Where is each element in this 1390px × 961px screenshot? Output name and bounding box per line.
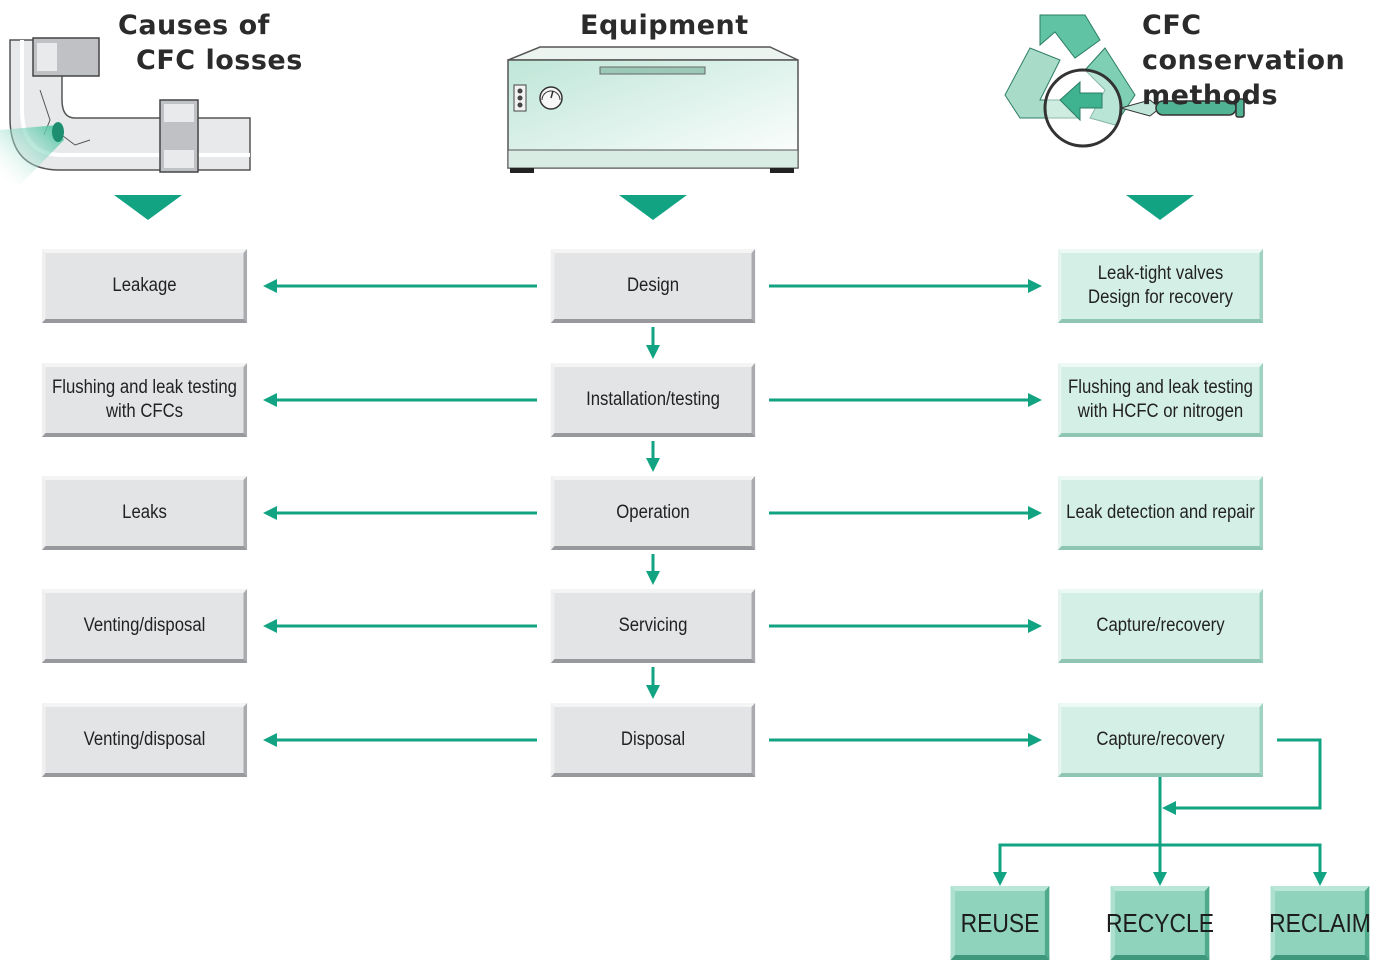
method-box-label: Leak detection and repair (1066, 502, 1255, 523)
arrow-to-method-head (1028, 619, 1042, 633)
refrigeration-unit-icon (507, 46, 799, 173)
method-box: Flushing and leak testing with HCFC or ni… (1057, 363, 1264, 437)
causes-header-line-2: CFC losses (136, 45, 303, 76)
cause-box-label: with CFCs (105, 401, 184, 422)
method-box-label: Leak-tight valves (1097, 263, 1224, 284)
stage-down-arrow-head (646, 685, 660, 699)
method-box-label: Flushing and leak testing (1068, 377, 1253, 398)
arrow-to-method-head (1028, 393, 1042, 407)
stage-down-arrow-head (646, 571, 660, 585)
method-box: Capture/recovery (1057, 589, 1264, 663)
equipment-stage-box-label: Design (626, 275, 680, 296)
equipment-stage-box: Disposal (550, 703, 756, 777)
methods-header-triangle (1126, 195, 1194, 220)
cause-box-label: Leaks (122, 502, 167, 523)
reclaim-box: RECLAIM (1269, 886, 1371, 960)
reuse-box-label: REUSE (960, 908, 1040, 938)
reuse-box: REUSE (950, 886, 1050, 960)
methods-header-line-1: CFC conservation (1142, 10, 1346, 76)
leaking-pipe-icon (0, 37, 251, 185)
arrow-to-cause-head (263, 506, 277, 520)
arrow-to-cause-head (263, 619, 277, 633)
equipment-stage-box: Operation (550, 476, 756, 550)
methods-header: CFC conservation methods (1142, 8, 1390, 113)
methods-header-line-2: methods (1142, 80, 1279, 111)
equipment-stage-box-label: Servicing (618, 615, 688, 636)
causes-header-line-1: Causes of (118, 10, 270, 41)
arrow-to-method-head (1028, 733, 1042, 747)
cause-box: Venting/disposal (41, 703, 248, 777)
cause-box-label: Venting/disposal (83, 615, 206, 636)
cause-box: Venting/disposal (41, 589, 248, 663)
equipment-header: Equipment (580, 10, 749, 41)
cause-box: Flushing and leak testing with CFCs (41, 363, 248, 437)
equipment-stage-box-label: Disposal (620, 729, 686, 750)
equipment-stage-box: Installation/testing (550, 363, 756, 437)
causes-header-triangle (114, 195, 182, 220)
arrow-to-method-head (1028, 506, 1042, 520)
recycle-magnifier-icon (1004, 14, 1245, 148)
cause-box-label: Leakage (112, 275, 177, 296)
method-box: Capture/recovery (1057, 703, 1264, 777)
cause-box: Leaks (41, 476, 248, 550)
cause-box: Leakage (41, 249, 248, 323)
equipment-stage-box: Design (550, 249, 756, 323)
stage-down-arrow-head (646, 458, 660, 472)
arrow-to-method-head (1028, 279, 1042, 293)
recycle-box: RECYCLE (1106, 886, 1214, 960)
recovery-loop-head (1162, 801, 1176, 815)
causes-header: Causes of CFC losses (118, 8, 303, 78)
recycle-box-label: RECYCLE (1105, 908, 1215, 938)
method-box-label: Capture/recovery (1096, 729, 1225, 750)
stage-down-arrow-head (646, 345, 660, 359)
arrow-to-cause-head (263, 733, 277, 747)
method-box-label: with HCFC or nitrogen (1077, 401, 1244, 422)
cause-box-label: Venting/disposal (83, 729, 206, 750)
arrow-to-cause-head (263, 393, 277, 407)
method-box-label: Design for recovery (1088, 287, 1233, 308)
outcome-arrow-head (1313, 872, 1327, 886)
equipment-stage-box: Servicing (550, 589, 756, 663)
outcome-arrow-head (993, 872, 1007, 886)
equipment-header-triangle (619, 195, 687, 220)
arrow-to-cause-head (263, 279, 277, 293)
method-box-label: Capture/recovery (1096, 615, 1225, 636)
outcome-arrow-head (1153, 872, 1167, 886)
equipment-stage-box-label: Operation (616, 502, 690, 523)
reclaim-box-label: RECLAIM (1269, 908, 1371, 938)
method-box: Leak detection and repair (1057, 476, 1264, 550)
recovery-loop-line (1174, 738, 1322, 810)
equipment-stage-box-label: Installation/testing (586, 389, 720, 410)
cause-box-label: Flushing and leak testing (52, 377, 237, 398)
outcome-branch-line (998, 843, 1322, 872)
